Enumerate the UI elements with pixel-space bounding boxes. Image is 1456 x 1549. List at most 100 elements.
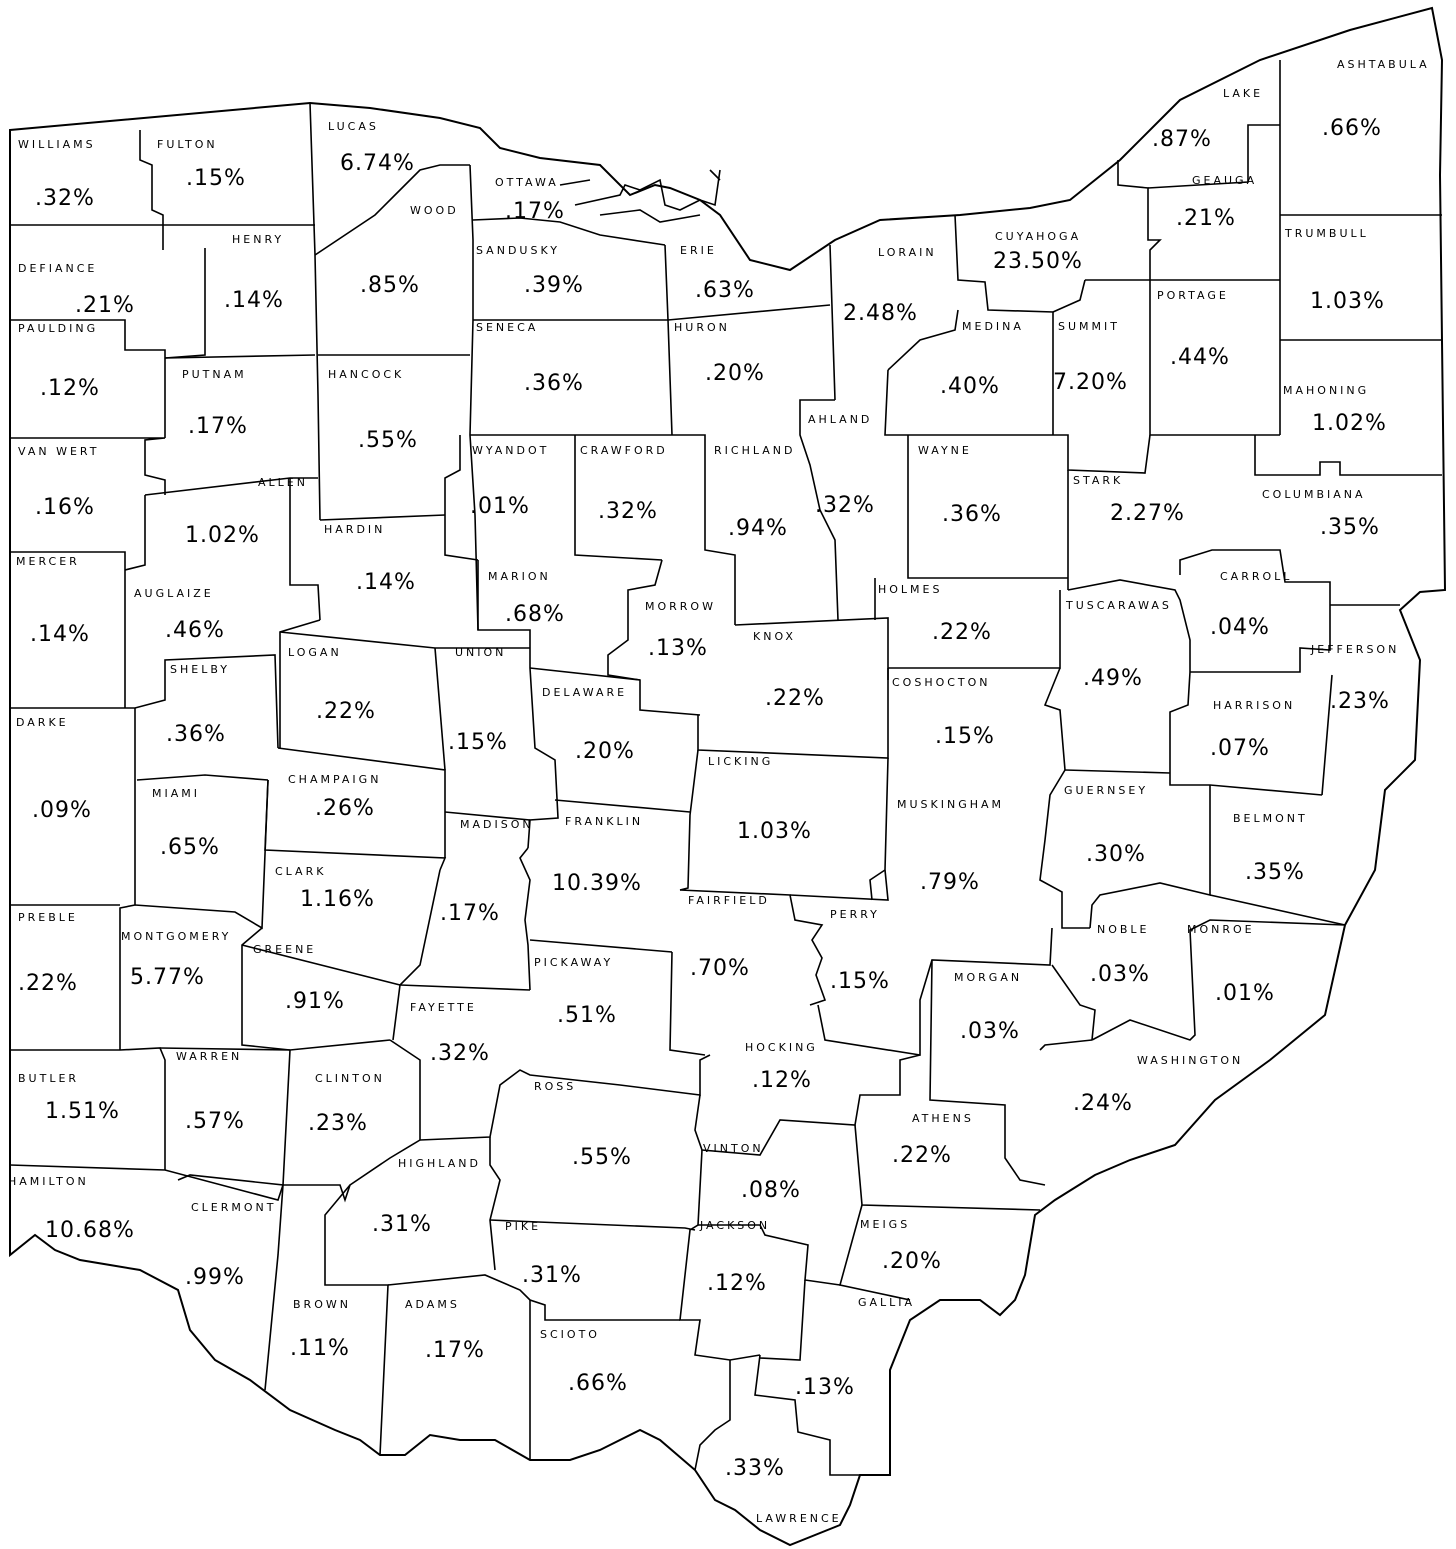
county-name: HIGHLAND xyxy=(398,1157,481,1170)
county-name: HOCKING xyxy=(745,1041,818,1054)
county-name: LUCAS xyxy=(328,120,379,133)
county-name: CLARK xyxy=(275,865,326,878)
county-value: .12% xyxy=(40,376,100,401)
county-value: .04% xyxy=(1210,615,1270,640)
county-value: 10.68% xyxy=(45,1218,135,1243)
county-value: 1.02% xyxy=(185,523,260,548)
county-name: MIAMI xyxy=(152,787,200,800)
county-name: VINTON xyxy=(703,1142,764,1155)
county-value: .70% xyxy=(690,956,750,981)
county-name: DEFIANCE xyxy=(18,262,97,275)
county-name: LORAIN xyxy=(878,246,937,259)
county-name: MONTGOMERY xyxy=(121,930,231,943)
county-name: HURON xyxy=(674,321,730,334)
county-name: WAYNE xyxy=(918,444,972,457)
county-value: .39% xyxy=(524,273,584,298)
county-name: FAIRFIELD xyxy=(688,894,770,907)
county-name: MEIGS xyxy=(860,1218,910,1231)
county-name: FAYETTE xyxy=(410,1001,477,1014)
county-value: .22% xyxy=(765,686,825,711)
county-value: .66% xyxy=(568,1371,628,1396)
county-name: CARROLL xyxy=(1220,570,1292,583)
county-value: .17% xyxy=(440,901,500,926)
county-name: ROSS xyxy=(534,1080,576,1093)
lake-shore-detail xyxy=(559,169,721,223)
county-name: SUMMIT xyxy=(1058,320,1120,333)
county-name: COLUMBIANA xyxy=(1262,488,1366,501)
county-value: .94% xyxy=(728,516,788,541)
county-name: ALLEN xyxy=(258,476,308,489)
county-value: 1.02% xyxy=(1312,411,1387,436)
county-value: .63% xyxy=(695,278,755,303)
county-name: COSHOCTON xyxy=(892,676,991,689)
county-value: .22% xyxy=(18,971,78,996)
county-name: ERIE xyxy=(680,244,717,257)
county-value: .46% xyxy=(165,618,225,643)
county-value: .12% xyxy=(752,1068,812,1093)
county-name: HAMILTON xyxy=(8,1175,89,1188)
county-value: 2.48% xyxy=(843,301,918,326)
county-value: .30% xyxy=(1086,842,1146,867)
county-value: 2.27% xyxy=(1110,501,1185,526)
county-name: WARREN xyxy=(176,1050,242,1063)
county-value: .57% xyxy=(185,1109,245,1134)
county-name: GEAUGA xyxy=(1192,174,1257,187)
county-value: .49% xyxy=(1083,666,1143,691)
county-value: .87% xyxy=(1152,127,1212,152)
county-name: OTTAWA xyxy=(495,176,559,189)
county-value: .35% xyxy=(1320,515,1380,540)
county-value: .36% xyxy=(524,371,584,396)
county-name: TRUMBULL xyxy=(1284,227,1369,240)
county-name: GREENE xyxy=(253,943,316,956)
county-name: MERCER xyxy=(16,555,80,568)
county-name: MUSKINGHAM xyxy=(897,798,1004,811)
county-name: ASHTABULA xyxy=(1337,58,1430,71)
county-name: MORROW xyxy=(645,600,716,613)
county-name: WASHINGTON xyxy=(1137,1054,1243,1067)
county-name: CLERMONT xyxy=(191,1201,277,1214)
county-name: MADISON xyxy=(460,818,534,831)
county-value: .20% xyxy=(882,1249,942,1274)
county-borders xyxy=(9,60,1442,1476)
county-value: .22% xyxy=(932,620,992,645)
county-value: .15% xyxy=(186,166,246,191)
county-value: .13% xyxy=(795,1375,855,1400)
county-name: AUGLAIZE xyxy=(134,587,214,600)
county-value: .32% xyxy=(35,186,95,211)
county-value: .14% xyxy=(224,288,284,313)
county-value: 1.16% xyxy=(300,887,375,912)
county-value: .15% xyxy=(830,969,890,994)
county-value: .85% xyxy=(360,273,420,298)
county-value: .21% xyxy=(1176,206,1236,231)
county-name: ATHENS xyxy=(912,1112,974,1125)
county-name: PAULDING xyxy=(18,322,98,335)
county-value: .66% xyxy=(1322,116,1382,141)
county-name: HANCOCK xyxy=(328,368,404,381)
county-value: 1.03% xyxy=(737,819,812,844)
county-value: .32% xyxy=(598,499,658,524)
county-value: .33% xyxy=(725,1456,785,1481)
county-value: .55% xyxy=(358,428,418,453)
county-value: .13% xyxy=(648,636,708,661)
county-value: .14% xyxy=(356,570,416,595)
county-name: CLINTON xyxy=(315,1072,385,1085)
county-value: .23% xyxy=(1330,689,1390,714)
county-name: HOLMES xyxy=(878,583,942,596)
county-value: .14% xyxy=(30,622,90,647)
county-value: .09% xyxy=(32,798,92,823)
county-name: TUSCARAWAS xyxy=(1065,599,1172,612)
county-name: HENRY xyxy=(232,233,284,246)
county-name: PERRY xyxy=(830,908,880,921)
county-value: 1.03% xyxy=(1310,289,1385,314)
county-value: .01% xyxy=(470,494,530,519)
county-value: .21% xyxy=(75,293,135,318)
county-name: SENECA xyxy=(476,321,538,334)
county-name: BROWN xyxy=(293,1298,351,1311)
county-value: .15% xyxy=(935,724,995,749)
county-value: 7.20% xyxy=(1053,370,1128,395)
county-name: CHAMPAIGN xyxy=(288,773,381,786)
county-name: JACKSON xyxy=(699,1219,770,1232)
county-value: .65% xyxy=(160,835,220,860)
county-value: .17% xyxy=(425,1338,485,1363)
